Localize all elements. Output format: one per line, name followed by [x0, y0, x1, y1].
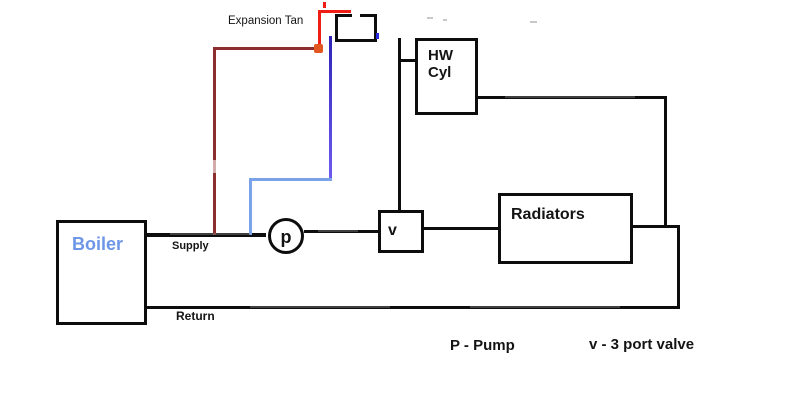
- pump-circle: p: [268, 218, 304, 254]
- ink-fade-artifact: [212, 160, 217, 173]
- vent-pipe-red-tick: [323, 2, 326, 8]
- vent-pipe-maroon-vertical: [213, 47, 216, 235]
- ink-fade-artifact: [470, 306, 620, 308]
- ink-fade-artifact: [505, 96, 635, 98]
- radiators-label: Radiators: [511, 206, 585, 223]
- supply-pipe-label: Supply: [172, 240, 209, 252]
- feed-pipe-purple-vertical: [329, 36, 332, 181]
- vent-pipe-maroon-horizontal: [213, 47, 320, 50]
- hw-cylinder-return-pipe-vertical: [664, 96, 667, 227]
- valve-riser-pipe: [398, 38, 401, 210]
- stray-gray-dash: [530, 21, 537, 23]
- expansion-tank-label: Expansion Tan: [228, 15, 304, 27]
- pump-symbol-label: p: [280, 227, 292, 247]
- hw-cylinder-branch-pipe: [401, 59, 415, 62]
- vent-pipe-red-horizontal: [318, 10, 351, 13]
- feed-pipe-blue-horizontal: [249, 178, 332, 181]
- expansion-tank-open-top-gap: [352, 13, 360, 19]
- ink-fade-artifact: [318, 230, 358, 232]
- vent-pipe-junction-blob: [314, 44, 323, 53]
- stray-blue-mark: [376, 33, 379, 39]
- supply-pipe: [147, 233, 266, 237]
- radiators-return-pipe-vertical: [677, 225, 680, 309]
- valve-to-radiators-pipe: [424, 227, 498, 230]
- feed-pipe-blue-vertical: [249, 178, 252, 235]
- valve-symbol-label: v: [388, 222, 397, 239]
- boiler-label: Boiler: [72, 234, 124, 254]
- legend-pump: P - Pump: [450, 337, 515, 354]
- ink-fade-artifact: [250, 306, 390, 308]
- boiler-box: Boiler: [56, 220, 147, 325]
- pump-to-valve-pipe: [304, 230, 378, 233]
- stray-gray-dash: [443, 19, 447, 21]
- hw-cylinder-box: HW Cyl: [415, 38, 478, 115]
- stray-gray-dash: [427, 17, 433, 19]
- ink-fade-artifact: [170, 233, 250, 235]
- radiators-return-pipe-horizontal: [633, 225, 680, 228]
- vent-pipe-red-vertical: [318, 10, 321, 51]
- hw-cylinder-return-pipe-horizontal: [478, 96, 667, 99]
- return-pipe: [147, 306, 680, 309]
- legend-valve: v - 3 port valve: [589, 336, 695, 353]
- return-pipe-label: Return: [176, 309, 215, 323]
- hw-cylinder-label: HW Cyl: [428, 47, 453, 81]
- three-port-valve-box: v: [378, 210, 424, 253]
- radiators-box: Radiators: [498, 193, 633, 264]
